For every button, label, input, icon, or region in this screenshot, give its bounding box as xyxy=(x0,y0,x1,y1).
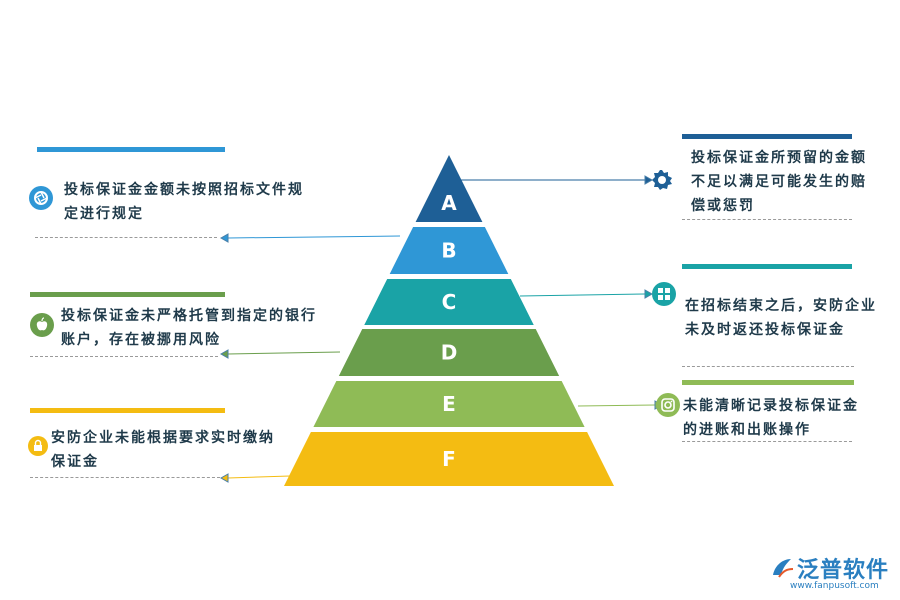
pyramid-level-d xyxy=(338,329,560,376)
pyramid-level-b xyxy=(389,227,509,274)
left-dash-1 xyxy=(35,237,217,238)
left-bar-3 xyxy=(30,408,225,413)
left-bar-1 xyxy=(37,147,225,152)
connector-e-right xyxy=(577,404,656,407)
pyramid-level-f xyxy=(284,432,614,486)
connector-f-left xyxy=(227,475,291,479)
right-bar-2 xyxy=(682,264,852,269)
right-bar-1 xyxy=(682,134,852,139)
pyramid-label-c: C xyxy=(442,290,457,314)
pyramid-label-e: E xyxy=(442,392,456,416)
right-dash-1 xyxy=(682,219,852,220)
pyramid-level-c xyxy=(364,279,534,325)
pyramid-label-b: B xyxy=(441,239,456,263)
left-bar-2 xyxy=(30,292,225,297)
left-dash-2 xyxy=(30,356,218,357)
logo-name: 泛普软件 xyxy=(797,558,890,583)
left-text-1: 投标保证金金额未按照招标文件规定进行规定 xyxy=(64,182,304,222)
right-text-2: 在招标结束之后，安防企业未及时返还投标保证金 xyxy=(685,298,877,338)
right-text-1: 投标保证金所预留的金额不足以满足可能发生的赔偿或惩罚 xyxy=(691,150,867,214)
windows-icon xyxy=(652,282,676,306)
logo-url: www.fanpusoft.com xyxy=(790,581,879,591)
left-text-3: 安防企业未能根据要求实时缴纳保证金 xyxy=(51,430,275,470)
connector-d-left xyxy=(227,351,341,355)
connector-c-right xyxy=(519,293,646,297)
camera-shutter-icon xyxy=(29,186,53,210)
arrow-d-left xyxy=(219,349,229,359)
lock-icon xyxy=(28,436,48,456)
gear-icon xyxy=(650,168,674,192)
pyramid-level-e xyxy=(313,381,585,427)
pyramid-label-a: A xyxy=(441,191,457,215)
left-text-2: 投标保证金未严格托管到指定的银行账户，存在被挪用风险 xyxy=(61,308,317,348)
arrow-a-right xyxy=(644,175,654,185)
apple-icon xyxy=(30,313,54,337)
arrow-b-left xyxy=(219,233,229,243)
pyramid-label-f: F xyxy=(442,447,456,471)
right-text-3: 未能清晰记录投标保证金的进账和出账操作 xyxy=(683,398,859,438)
arrow-f-left xyxy=(219,473,229,483)
arrow-c-right xyxy=(644,289,654,299)
right-dash-2 xyxy=(682,366,854,367)
right-bar-3 xyxy=(682,380,854,385)
right-dash-3 xyxy=(682,441,852,442)
connector-b-left xyxy=(227,235,401,239)
logo-mark xyxy=(769,555,795,581)
instagram-icon xyxy=(656,393,680,417)
left-dash-3 xyxy=(30,477,220,478)
pyramid-level-a xyxy=(415,155,483,222)
pyramid-label-d: D xyxy=(441,341,458,365)
